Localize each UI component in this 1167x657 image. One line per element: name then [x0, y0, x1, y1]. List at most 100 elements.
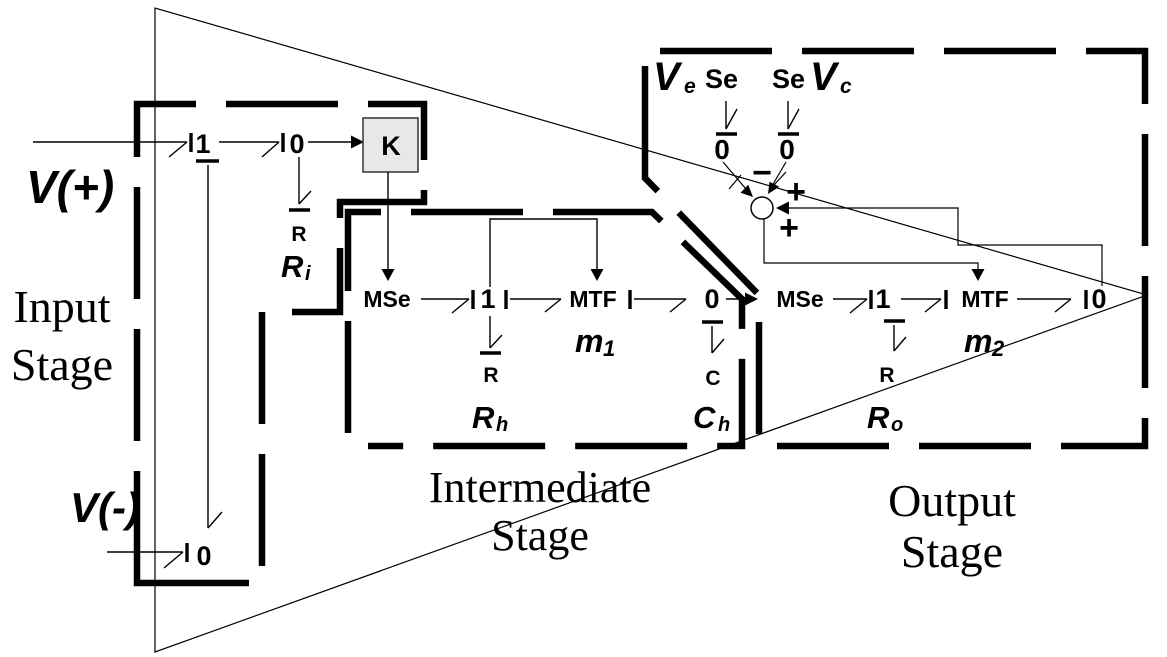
ch-param-sub: h [718, 414, 730, 436]
bond-se-right-to-zero [778, 101, 800, 136]
mse-intermediate: MSe [363, 286, 410, 312]
arrowhead-right-icon [745, 292, 758, 306]
output-stage-sources-group: V e Se Se V c 0 0 − + + [653, 55, 1103, 286]
ve-sub: e [684, 75, 696, 98]
summing-junction-circle [750, 196, 774, 220]
v-plus-label: V(+) [26, 161, 114, 213]
output-stage-title-line1: Output [888, 475, 1016, 526]
rh-param-base: R [472, 400, 495, 435]
ri-param-sub: i [305, 263, 311, 285]
input-stage-title-line2: Stage [11, 339, 113, 390]
resistor-element-ri: R [291, 223, 306, 246]
bond-line-halfarrow [207, 165, 223, 529]
bond-one-to-mtf-int [504, 290, 562, 313]
input-stage-group: V(+) 1 0 R R i K [26, 117, 419, 571]
bond-line-halfarrow [711, 326, 725, 354]
bond-line-halfarrow [489, 316, 503, 349]
bond-line-halfarrow [725, 101, 738, 130]
vc-base: V [810, 55, 840, 99]
ri-param-base: R [281, 249, 304, 284]
m2-sub: 2 [991, 336, 1005, 361]
bond-se-left-to-zero [716, 101, 738, 136]
bond-one-to-zero-bottom [196, 159, 223, 529]
feedback-line [789, 207, 1103, 286]
ro-param-base: R [867, 400, 890, 435]
sum-plus-lower-sign: + [779, 209, 799, 247]
m1-base: m [575, 323, 603, 359]
signal-line [489, 218, 598, 287]
arrowhead-left-icon [776, 201, 789, 215]
output-stage-title-line2: Stage [901, 526, 1003, 577]
bond-line-halfarrow [33, 141, 188, 158]
signal-zero-to-mse-output [726, 292, 758, 306]
ch-param-base: C [693, 400, 716, 435]
signal-sum-to-mtf-output [763, 219, 985, 281]
junction-zero-output: 0 [1091, 284, 1106, 314]
bond-line-halfarrow [219, 141, 280, 158]
arrowhead-icon [740, 184, 753, 197]
bond-vminus-to-zero [107, 543, 189, 569]
sum-plus-upper-sign: + [786, 173, 806, 211]
capacitor-element-ch: C [705, 367, 720, 390]
bond-mtf-to-zero-int [628, 290, 687, 313]
input-stage-border [133, 100, 428, 587]
output-stage-row-group: MSe 1 MTF 0 R R o m 2 [776, 284, 1106, 436]
bond-mtf-to-zero-out [1017, 290, 1088, 313]
resistor-element-rh: R [483, 364, 498, 387]
bond-zero-to-ch [702, 320, 725, 354]
junction-zero-se-left: 0 [714, 134, 730, 165]
mtf-intermediate: MTF [569, 286, 616, 312]
signal-zero-right-to-sum [768, 161, 787, 194]
junction-one-input: 1 [195, 129, 210, 159]
opamp-triangle-outline [154, 7, 1149, 653]
bond-mse-to-one-out [833, 290, 873, 314]
bond-line-halfarrow [787, 101, 800, 130]
bond-one-to-zero [219, 133, 285, 158]
signal-k-to-mse [381, 172, 395, 281]
bond-one-to-rh [480, 316, 503, 355]
arrowhead-down-icon [381, 269, 395, 281]
junction-zero-bottom: 0 [196, 541, 211, 571]
feedback-zero-out-to-sum [776, 201, 1103, 286]
intermediate-stage-group: MSe 1 MTF 0 R R [363, 218, 758, 436]
junction-zero-se-right: 0 [779, 134, 795, 165]
output-stage-border [641, 47, 1149, 450]
arrowhead-down-icon [590, 269, 604, 281]
mtf-output: MTF [961, 286, 1008, 312]
bond-zero-to-ri [289, 157, 312, 212]
arrowhead-right-icon [351, 135, 364, 149]
ro-param-sub: o [891, 414, 903, 436]
intermediate-stage-border [344, 208, 746, 450]
bond-line-halfarrow [1017, 298, 1072, 313]
bond-line-halfarrow [510, 298, 562, 313]
bond-line-halfarrow [833, 298, 868, 314]
se-right-label: Se [772, 64, 805, 94]
bond-vplus-to-one [33, 133, 193, 158]
junction-zero-input: 0 [289, 129, 304, 159]
junction-zero-intermediate: 0 [704, 284, 719, 314]
bond-mse-to-one-int [421, 290, 475, 314]
v-minus-label: V(-) [70, 484, 140, 531]
sum-minus-sign: − [752, 154, 772, 192]
bond-one-to-mtf-out [901, 290, 948, 313]
mse-output: MSe [776, 286, 823, 312]
gain-block-box [362, 117, 419, 173]
se-left-label: Se [705, 64, 738, 94]
resistor-element-ro: R [879, 364, 894, 387]
m1-sub: 1 [603, 336, 615, 361]
bond-line-halfarrow [901, 298, 942, 313]
gain-block-label: K [381, 131, 401, 161]
arrowhead-down-icon [971, 269, 985, 281]
rh-param-sub: h [496, 414, 508, 436]
intermediate-stage-title-line2: Stage [491, 511, 589, 560]
bond-line-halfarrow [421, 298, 470, 314]
modulation-loop-one-to-mtf [489, 218, 604, 287]
bond-line-halfarrow [893, 325, 907, 352]
signal-line [771, 161, 787, 187]
input-stage-title-line1: Input [13, 281, 110, 332]
vc-sub: c [840, 75, 852, 98]
intermediate-stage-title-line1: Intermediate [429, 463, 651, 512]
bond-line-halfarrow [298, 157, 312, 205]
